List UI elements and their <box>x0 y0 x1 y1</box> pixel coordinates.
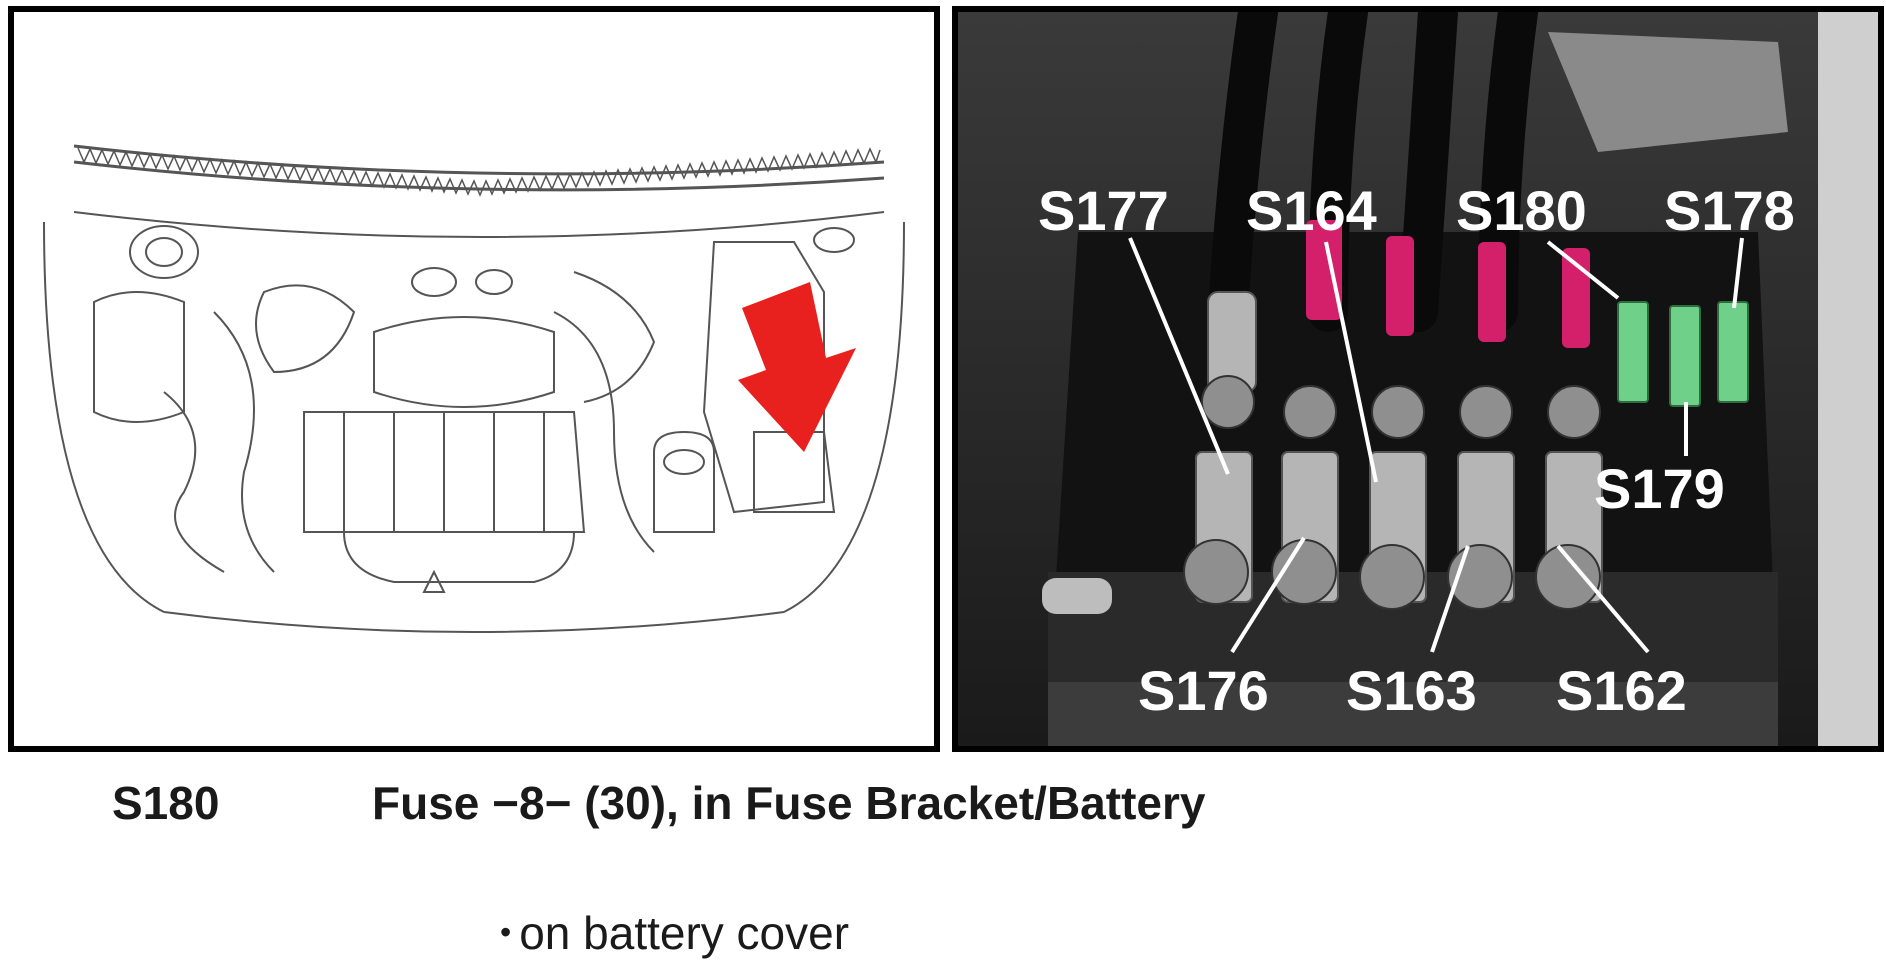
label-s164: S164 <box>1246 179 1377 242</box>
fuse-bracket-photo: S177 S164 S180 S178 S179 S176 S163 S162 <box>952 6 1884 752</box>
label-s180: S180 <box>1456 179 1587 242</box>
location-note: •on battery cover <box>500 906 849 960</box>
fuse-code: S180 <box>112 777 220 829</box>
label-s178: S178 <box>1664 179 1795 242</box>
label-s163: S163 <box>1346 659 1477 722</box>
fuse-description: Fuse −8− (30), in Fuse Bracket/Battery <box>372 777 1206 829</box>
location-arrow <box>738 282 856 452</box>
label-s176: S176 <box>1138 659 1269 722</box>
label-s179: S179 <box>1594 457 1725 520</box>
engine-bay-illustration <box>8 6 940 752</box>
engine-bay-drawing <box>43 144 905 633</box>
label-s177: S177 <box>1038 179 1169 242</box>
bullet-icon: • <box>500 914 512 950</box>
fuse-bracket-drawing: S177 S164 S180 S178 S179 S176 S163 S162 <box>958 12 1878 746</box>
label-s162: S162 <box>1556 659 1687 722</box>
location-note-text: on battery cover <box>519 907 850 959</box>
